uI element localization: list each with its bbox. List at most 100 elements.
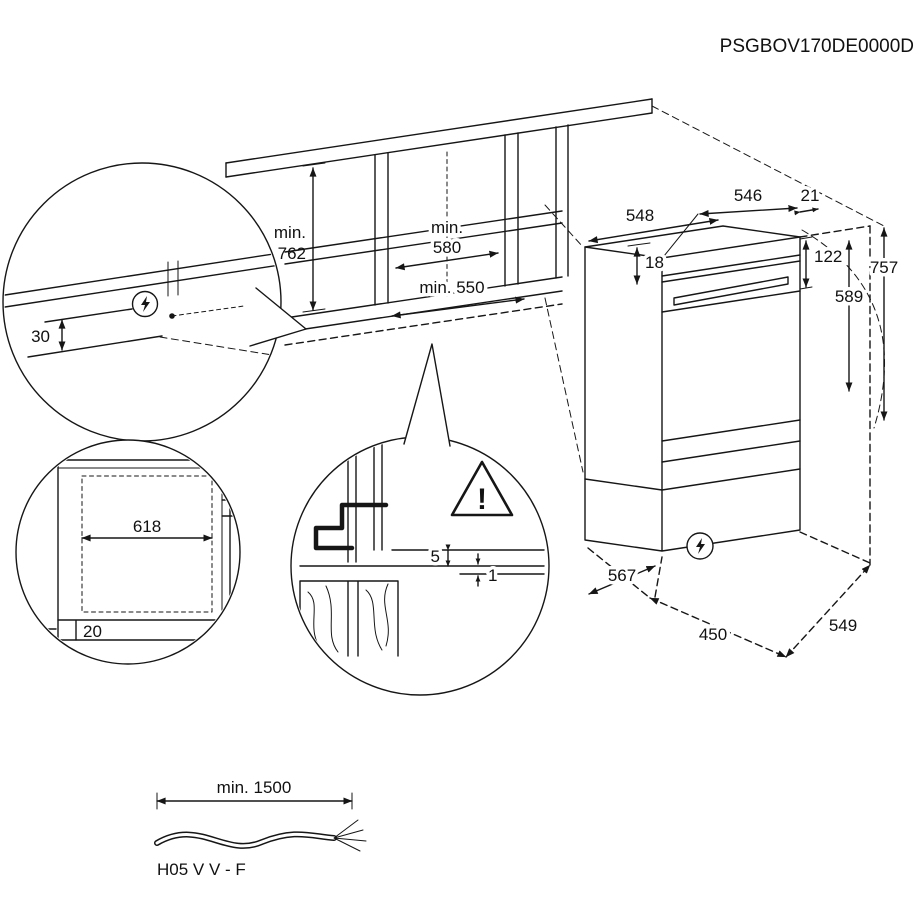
dim-label-base-side: 549 bbox=[829, 616, 857, 635]
door-top-line bbox=[661, 290, 801, 313]
connection-point bbox=[169, 313, 175, 319]
niche-hidden-outline bbox=[81, 475, 213, 613]
projection-top bbox=[544, 204, 584, 248]
dimension-base-depth: 567 bbox=[588, 563, 656, 595]
dimension-control-panel-height: 122 bbox=[799, 236, 846, 290]
callout-pointer-fill bbox=[404, 344, 450, 446]
cable-stripped-wires bbox=[333, 819, 367, 852]
warning-exclamation: ! bbox=[477, 483, 487, 516]
dimension-door-height: 589 bbox=[831, 240, 867, 392]
lightning-bolt-icon bbox=[696, 538, 705, 554]
dimension-total-height: 757 bbox=[866, 227, 902, 421]
callout-pointer-fill bbox=[250, 288, 306, 346]
oven-handle bbox=[673, 276, 789, 306]
callout-cabinet-front: 618 20 bbox=[15, 439, 241, 665]
rail-lines bbox=[4, 252, 280, 308]
dim-label: 618 bbox=[133, 517, 161, 536]
back-rail-top bbox=[284, 210, 563, 253]
partition-right bbox=[504, 132, 519, 287]
dim-label-value: 762 bbox=[278, 244, 306, 263]
countertop-bottom-edge bbox=[225, 112, 653, 178]
countertop-front-edge bbox=[225, 98, 653, 164]
cable-core bbox=[155, 832, 336, 848]
lightning-bolt-icon bbox=[141, 296, 150, 312]
extension-line bbox=[663, 213, 699, 257]
dim-label: 20 bbox=[83, 622, 102, 641]
plinth-right-top bbox=[799, 531, 871, 564]
dimension-niche-height: min. 762 bbox=[274, 162, 326, 313]
callout-pointer bbox=[403, 343, 451, 447]
dimension-gap-upper: 5 bbox=[427, 544, 451, 570]
partition-left bbox=[374, 152, 389, 306]
base-width-edge bbox=[649, 597, 787, 658]
callout-circle bbox=[15, 439, 241, 665]
dimension-cable-length: min. 1500 bbox=[156, 775, 353, 810]
kitchen-cabinet-scene: min. 762 min. 580 min. 550 bbox=[225, 98, 885, 473]
extension-ticks bbox=[302, 162, 326, 313]
base-side-edge bbox=[785, 564, 871, 658]
callout-pointer bbox=[249, 287, 307, 347]
dimension-front-overhang: 21 bbox=[794, 183, 823, 216]
callout-content: 5 1 ! bbox=[299, 439, 545, 657]
dimension-line bbox=[794, 207, 819, 216]
dim-label-base-width: 450 bbox=[699, 625, 727, 644]
dimension-connection-offset: 30 bbox=[31, 319, 66, 351]
plinth-lines bbox=[57, 619, 231, 641]
dimension-line bbox=[391, 296, 525, 319]
dim-label: 30 bbox=[31, 327, 50, 346]
dim-label: 18 bbox=[645, 253, 664, 272]
callout-electrical-detail: 30 bbox=[2, 162, 307, 442]
dim-label: min. 550 bbox=[419, 278, 484, 297]
dimension-top-clearance: 18 bbox=[627, 242, 667, 285]
dim-label: 546 bbox=[734, 186, 762, 205]
dimension-line bbox=[588, 565, 656, 595]
electrical-connection-icon bbox=[686, 532, 714, 560]
dim-label: 589 bbox=[835, 287, 863, 306]
dim-label-value: 580 bbox=[433, 238, 461, 257]
document-code: PSGBOV170DE0000D bbox=[720, 36, 914, 57]
callout-content: 30 bbox=[4, 252, 280, 358]
power-cable-figure: min. 1500 H05 V V - F bbox=[154, 775, 367, 879]
dimension-inner-width: 618 bbox=[81, 514, 213, 542]
dimension-gap-lower: 1 bbox=[475, 553, 501, 589]
cabinet-top-edge bbox=[799, 225, 871, 238]
floor-rail-hidden bbox=[284, 303, 563, 346]
oven-left-face bbox=[584, 246, 663, 491]
electrical-icon bbox=[131, 290, 159, 318]
dimension-oven-depth: 548 bbox=[588, 203, 719, 244]
warning-icon: ! bbox=[450, 460, 514, 517]
dimension-niche-depth: min. 550 bbox=[391, 275, 525, 319]
dim-label: 122 bbox=[814, 247, 842, 266]
hidden-line bbox=[159, 336, 273, 356]
dim-label: min. 1500 bbox=[217, 778, 292, 797]
extension-ticks bbox=[799, 236, 813, 290]
extension-tick bbox=[627, 242, 651, 247]
trim-profile bbox=[313, 502, 389, 551]
wood-grain bbox=[307, 583, 389, 653]
warning-triangle-icon bbox=[450, 460, 514, 517]
cable-type-label: H05 V V - F bbox=[157, 860, 246, 879]
oven-top-face bbox=[584, 225, 801, 259]
plinth-connector bbox=[654, 556, 663, 598]
dim-label-min: min. bbox=[274, 223, 306, 242]
partition-end bbox=[555, 124, 569, 279]
dim-label: 567 bbox=[608, 566, 636, 585]
dim-label: 1 bbox=[488, 566, 497, 585]
back-rail-bottom bbox=[284, 222, 563, 265]
hidden-line-2 bbox=[171, 305, 245, 317]
dim-label: 757 bbox=[870, 258, 898, 277]
control-panel-lines bbox=[661, 254, 801, 283]
counter-line bbox=[27, 335, 163, 358]
dimension-oven-width: 546 bbox=[663, 183, 798, 257]
dim-label-min: min. bbox=[431, 218, 463, 237]
dimension-line bbox=[588, 217, 719, 244]
dimension-line bbox=[699, 205, 798, 217]
oven-isometric bbox=[584, 225, 801, 552]
dimension-niche-width: min. 580 bbox=[395, 215, 499, 271]
dim-label: 5 bbox=[431, 547, 440, 566]
callout-mounting-detail: 5 1 ! bbox=[290, 343, 550, 696]
dim-label: 548 bbox=[626, 206, 654, 225]
door-bottom-lines bbox=[661, 419, 801, 463]
